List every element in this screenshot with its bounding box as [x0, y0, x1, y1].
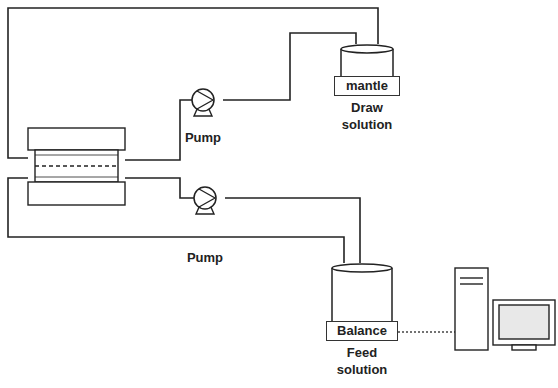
- feed-return-pipe: [8, 178, 344, 263]
- mantle-box: mantle: [334, 76, 400, 96]
- pump-label: Pump: [183, 130, 223, 146]
- draw-return-pipe: [8, 8, 378, 158]
- pump-label: Pump: [185, 250, 225, 266]
- pump-symbol: Pump: [183, 87, 223, 146]
- tank-vessel: [334, 44, 400, 78]
- cell-channel: [35, 150, 118, 182]
- computer-tower: [455, 268, 488, 350]
- data-cable: [398, 331, 455, 332]
- cell-top-plate: [28, 128, 125, 150]
- pump-casing: [192, 89, 214, 111]
- spacer-line: [35, 155, 118, 156]
- drive-slot: [460, 283, 483, 284]
- monitor-screen: [499, 305, 549, 339]
- pump-casing: [194, 187, 216, 209]
- device-label: Balance: [329, 323, 395, 339]
- membrane: [35, 165, 118, 166]
- solution-label: Feed solution: [326, 345, 398, 378]
- cell-bottom-plate: [28, 182, 125, 205]
- drive-slot: [460, 277, 483, 278]
- monitor-stand: [512, 345, 536, 350]
- tank-top: [332, 264, 392, 272]
- balance-box: Balance: [326, 321, 398, 341]
- pump-impeller: [197, 91, 213, 109]
- pump-icon: [185, 185, 225, 215]
- pump-impeller: [199, 189, 215, 207]
- feed-pipe: [125, 178, 194, 198]
- solution-label: Draw solution: [334, 100, 400, 133]
- tank-vessel: [326, 263, 398, 323]
- device-label: mantle: [337, 78, 397, 94]
- pump-icon: [183, 87, 223, 117]
- pump-symbol: Pump: [185, 185, 225, 266]
- draw-pipe: [125, 100, 192, 160]
- tank-wall: [332, 268, 392, 323]
- tank-top: [341, 45, 393, 53]
- monitor: [493, 300, 555, 345]
- solution-tank: mantleDraw solution: [334, 44, 400, 133]
- spacer-line: [35, 177, 118, 178]
- pipe-connector: [225, 198, 360, 263]
- solution-tank: BalanceFeed solution: [326, 263, 398, 378]
